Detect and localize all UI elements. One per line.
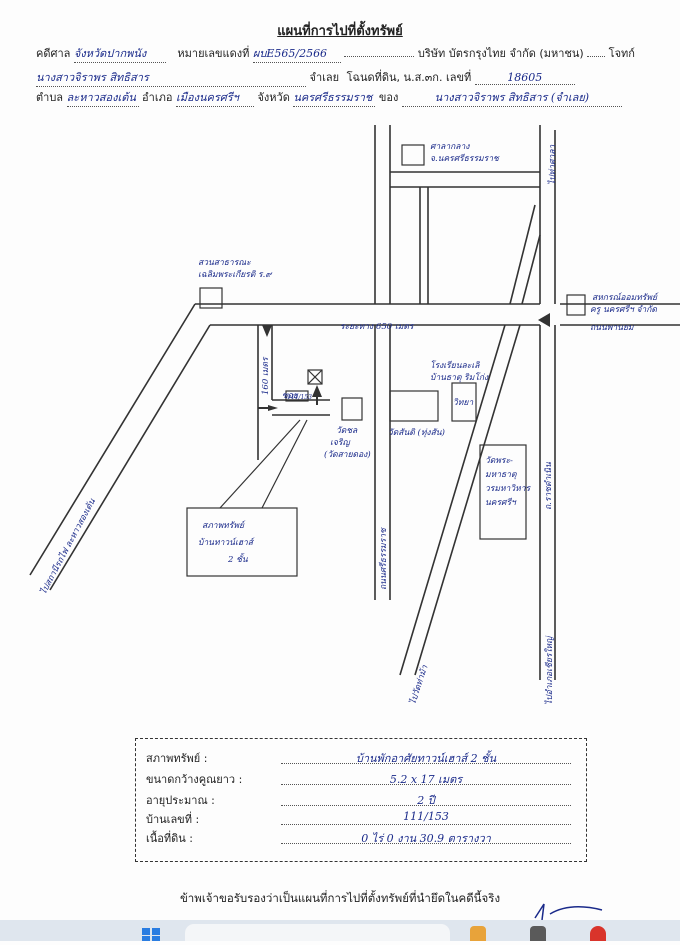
- info-land-value: 0 ไร่ 0 งาน 30.9 ตารางวา: [281, 829, 571, 845]
- file-explorer-icon[interactable]: [470, 926, 486, 941]
- black-no-label: หมายเลขแดงที่: [177, 47, 250, 60]
- label-property: สภาพทรัพย์: [202, 520, 246, 531]
- app-icon[interactable]: [530, 926, 546, 941]
- info-condition-label: สภาพทรัพย์ :: [146, 752, 208, 765]
- label-city-hall-sub: จ.นครศรีธรรมราช: [430, 153, 500, 164]
- info-condition-row: สภาพทรัพย์ : บ้านพักอาศัยทาวน์เฮาส์ 2 ชั…: [146, 749, 571, 767]
- label-wat-maha-4: นครศรีฯ: [485, 497, 517, 508]
- info-size-value: 5.2 x 17 เมตร: [281, 770, 571, 786]
- info-house-no-value: 111/153: [281, 810, 571, 825]
- info-size-row: ขนาดกว้างคูณยาว : 5.2 x 17 เมตร: [146, 770, 571, 788]
- browser-icon[interactable]: [590, 926, 606, 941]
- label-coop: สหกรณ์ออมทรัพย์: [592, 292, 659, 303]
- info-age-row: อายุประมาณ : 2 ปี: [146, 791, 571, 809]
- plaintiff-value: บริษัท บัตรกรุงไทย จำกัด (มหาชน): [417, 47, 584, 60]
- page-title: แผนที่การไปที่ตั้งทรัพย์: [277, 24, 403, 39]
- label-school-box: วิทยา: [453, 398, 473, 408]
- label-school: โรงเรียนละเลิ: [430, 360, 480, 371]
- label-wat-chol-sub: เจริญ: [330, 438, 350, 448]
- map-arrows: [262, 313, 550, 411]
- label-coop-road: ถนนพานยม: [590, 323, 634, 333]
- district-label: อำเภอ: [142, 91, 173, 104]
- info-size-label: ขนาดกว้างคูณยาว :: [146, 773, 243, 786]
- info-land-label: เนื้อที่ดิน :: [146, 832, 194, 845]
- deed-label: โฉนดที่ดิน, น.ส.๓ก. เลขที่: [346, 71, 472, 84]
- label-school-sub: บ้านธาตุ ริมโก่ง: [430, 372, 489, 383]
- subdistrict-value: ละหาวสองเต้น: [66, 88, 139, 107]
- case-label: คดีศาล: [36, 47, 71, 60]
- map-roads: [29, 125, 680, 680]
- location-map: ศาลากลาง จ.นครศรีธรรมราช ไปท่าศาลา สวนสา…: [29, 125, 680, 706]
- label-property-sub: บ้านทาวน์เฮาส์: [198, 537, 255, 548]
- defendant-suffix: จำเลย: [309, 71, 340, 84]
- property-callout: [186, 419, 308, 577]
- label-coop-sub: ครู นครศรีฯ จำกัด: [590, 304, 657, 315]
- label-park: สวนสาธารณะ: [198, 258, 251, 268]
- info-land-row: เนื้อที่ดิน : 0 ไร่ 0 งาน 30.9 ตารางวา: [146, 829, 571, 847]
- district-value: เมืองนครศรีฯ: [175, 88, 254, 107]
- province-value: นครศรีธรรมราช: [293, 88, 376, 107]
- label-to-chai-ya: ไปอำเภอเชียรใหญ่: [544, 636, 555, 705]
- owner-value: นางสาวจิราพร สิทธิสาร (จำเลย): [401, 88, 622, 107]
- label-to-tha-sala: ไปท่าศาลา: [547, 145, 558, 185]
- label-dist-160: 160 เมตร: [261, 356, 271, 395]
- certification-text: ข้าพเจ้าขอรับรองว่าเป็นแผนที่การไปที่ตั้…: [179, 891, 501, 905]
- label-to-wat-tha-ma: ไปวัดท่าม้า: [407, 664, 430, 706]
- subdistrict-label: ตำบล: [36, 91, 64, 104]
- label-house-no: 111/153: [287, 394, 312, 401]
- header-row-1: คดีศาล จังหวัดปากพนัง หมายเลขแดงที่ ผบE5…: [36, 44, 680, 63]
- label-city-hall: ศาลากลาง: [430, 142, 470, 152]
- property-info-box: สภาพทรัพย์ : บ้านพักอาศัยทาวน์เฮาส์ 2 ชั…: [135, 738, 587, 862]
- label-wat-maha-3: วรมหาวิหาร: [485, 484, 531, 494]
- court-value: จังหวัดปากพนัง: [73, 44, 166, 63]
- defendant-value: นางสาวจิราพร สิทธิสาร: [36, 68, 306, 87]
- header-row-2: นางสาวจิราพร สิทธิสาร จำเลย โฉนดที่ดิน, …: [36, 68, 680, 87]
- info-condition-value: บ้านพักอาศัยทาวน์เฮาส์ 2 ชั้น: [281, 749, 571, 765]
- label-road-side: ถนนศรีธรรมราช: [378, 527, 389, 590]
- info-house-no-label: บ้านเลขที่ :: [146, 813, 200, 826]
- info-age-label: อายุประมาณ :: [146, 794, 215, 807]
- label-wat-chol: วัดชล: [336, 426, 358, 436]
- header-row-3: ตำบล ละหาวสองเต้น อำเภอ เมืองนครศรีฯ จัง…: [36, 88, 680, 107]
- deed-no-value: 18605: [474, 71, 575, 85]
- label-wat-maha-2: มหาธาตุ: [485, 470, 517, 480]
- windows-start-icon[interactable]: [138, 926, 164, 941]
- map-buildings: [199, 144, 586, 540]
- info-age-value: 2 ปี: [281, 791, 571, 807]
- label-park-sub: เฉลิมพระเกียรติ ร.๙: [198, 269, 272, 280]
- black-no-value: ผบE565/2566: [252, 44, 341, 63]
- info-house-no-row: บ้านเลขที่ : 111/153: [146, 810, 571, 828]
- label-road-main: ระยะทาง 650 เมตร: [340, 322, 415, 332]
- label-road-ratchadamnoen: ถ.ราชดำเนิน: [544, 462, 554, 510]
- label-wat-maha-1: วัดพระ-: [485, 456, 513, 466]
- province-label: จังหวัด: [257, 91, 290, 104]
- label-soi: ซอย: [282, 391, 299, 401]
- taskbar-search-input[interactable]: [185, 924, 450, 941]
- label-wat-chol-sub2: (วัดสายดอง): [324, 449, 371, 460]
- owner-label: ของ: [378, 91, 399, 104]
- plaintiff-suffix: โจทก์: [608, 47, 635, 60]
- taskbar: [0, 920, 680, 941]
- label-property-sub2: 2 ชั้น: [227, 553, 248, 565]
- signature-icon: [534, 903, 603, 921]
- label-wat-santi: วัดสันติ (ทุ่งสัน): [388, 427, 445, 438]
